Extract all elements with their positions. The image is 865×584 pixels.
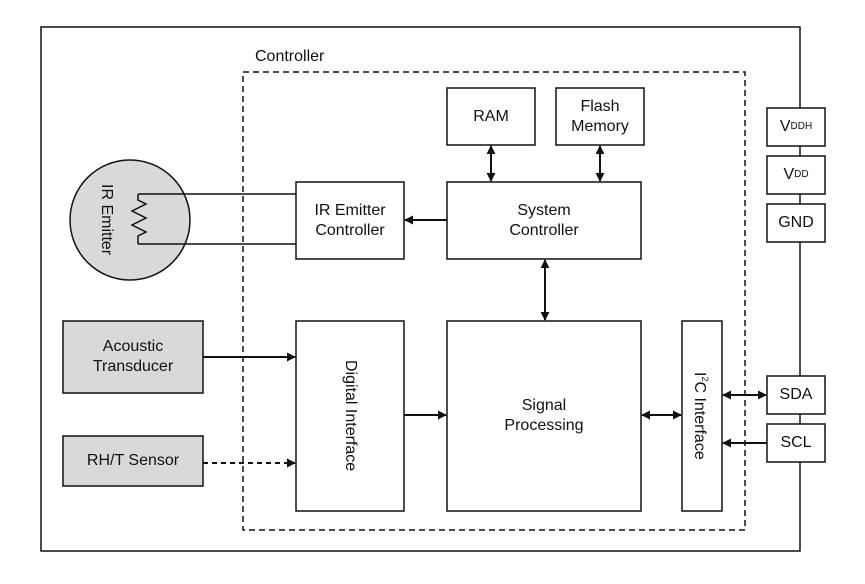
system-controller-block [446,181,642,260]
ir-emitter-circle [69,159,191,281]
digital-interface-block [295,320,405,512]
scl-pin [766,423,826,463]
ir-emitter-controller-block [295,181,405,260]
chip-outline [40,26,801,552]
ir-emitter-resistor-icon [130,194,148,244]
vdd-pin [766,155,826,195]
flash-memory-block [555,87,645,146]
signal-processing-block [446,320,642,512]
acoustic-transducer-block [62,320,204,394]
rht-sensor-block [62,435,204,487]
i2c-interface-block [681,320,723,512]
sda-pin [766,375,826,415]
controller-boundary [242,71,746,531]
vddh-pin [766,107,826,147]
gnd-pin [766,203,826,243]
ram-block [446,87,536,146]
